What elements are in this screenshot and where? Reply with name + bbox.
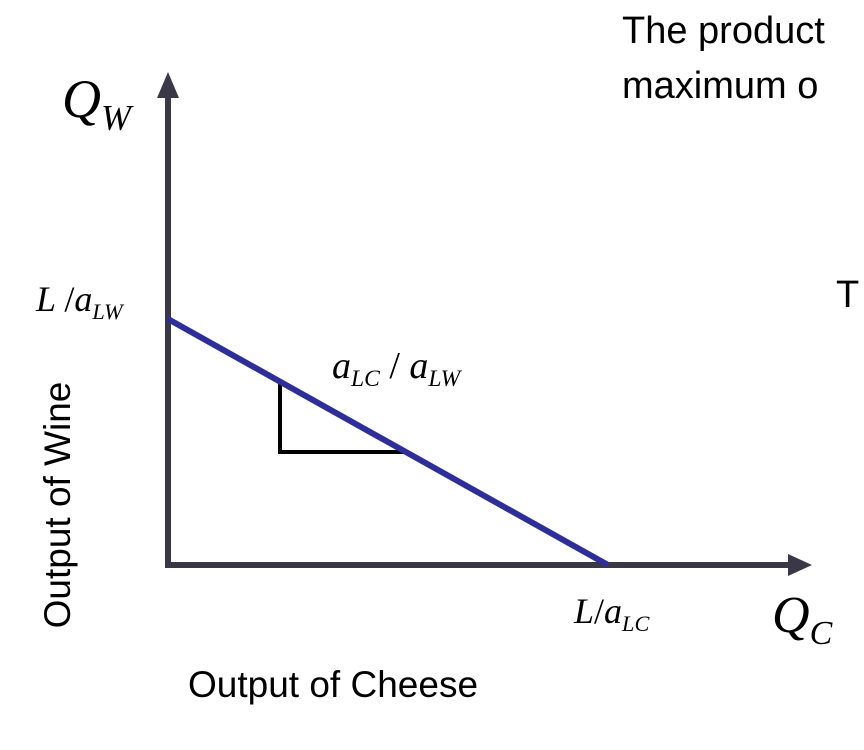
y-intercept-denominator-sub: LW [92, 298, 123, 324]
x-axis-symbol-main: Q [772, 587, 810, 644]
y-axis-symbol-main: Q [62, 69, 101, 129]
y-axis-symbol-sub: W [101, 97, 131, 138]
x-axis-symbol-sub: C [809, 614, 833, 652]
slope-numerator-sub: LC [351, 366, 380, 393]
production-possibility-frontier [166, 316, 610, 568]
x-intercept-denominator: a [604, 591, 623, 631]
y-intercept-slash: / [64, 279, 75, 319]
heading-line-1: The product [622, 10, 825, 52]
y-intercept-denominator: a [74, 279, 93, 319]
x-intercept-numerator: L [574, 591, 595, 631]
x-axis-label: Output of Cheese [188, 664, 479, 705]
y-intercept-label: L /aLW [36, 278, 123, 325]
y-axis-symbol: QW [62, 68, 131, 139]
x-intercept-slash: / [594, 591, 605, 631]
slope-slash: / [389, 345, 400, 387]
slope-denominator: a [409, 345, 429, 387]
slope-numerator: a [332, 345, 351, 387]
slope-label: aLC / aLW [332, 344, 460, 393]
y-axis-arrowhead [157, 72, 179, 98]
y-axis-label: Output of Wine [37, 381, 78, 629]
slope-denominator-sub: LW [428, 366, 461, 393]
body-fragment: T [836, 274, 860, 316]
slope-triangle [278, 382, 404, 454]
x-axis-arrowhead [788, 554, 812, 576]
y-intercept-numerator: L [36, 279, 56, 319]
x-axis-symbol: QC [772, 586, 832, 653]
x-intercept-denominator-sub: LC [622, 610, 650, 636]
heading-line-2: maximum o [622, 65, 819, 107]
x-intercept-label: L/aLC [574, 590, 649, 637]
